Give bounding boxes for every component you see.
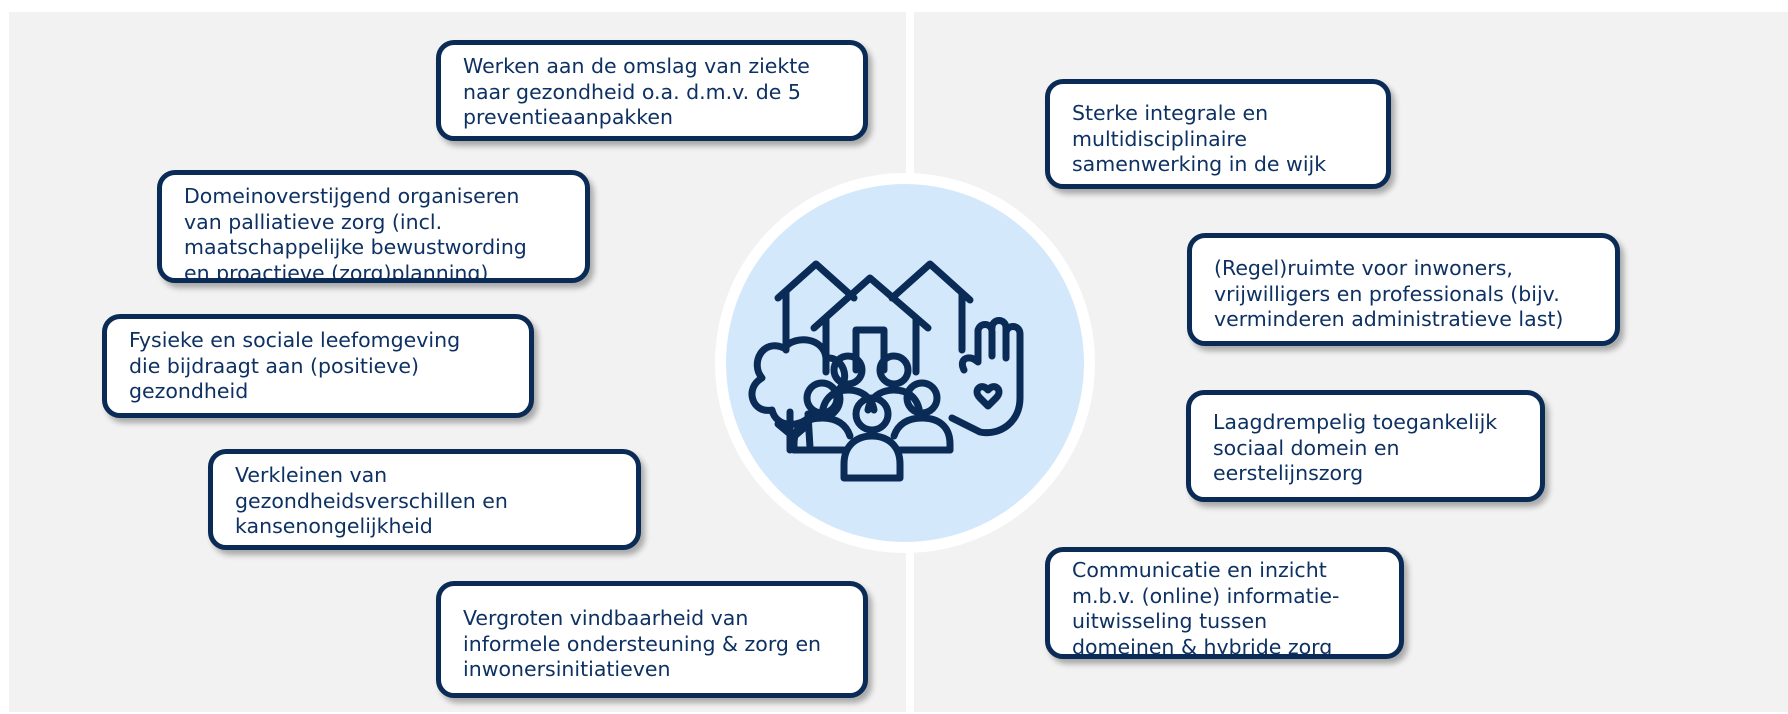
box-line: Communicatie en inzicht xyxy=(1072,558,1327,582)
box-line: eerstelijnszorg xyxy=(1213,461,1364,485)
box-line: Sterke integrale en xyxy=(1072,101,1269,125)
box-line: naar gezondheid o.a. d.m.v. de 5 xyxy=(463,79,801,104)
goal-box: Werken aan de omslag van ziekte naar gez… xyxy=(436,40,868,141)
goal-box: Domeinoverstijgend organiseren van palli… xyxy=(157,170,590,283)
box-line: uitwisseling tussen xyxy=(1072,609,1268,633)
goal-box: Verkleinen van gezondheidsverschillen en… xyxy=(208,449,641,550)
box-line: Werken aan de omslag van ziekte xyxy=(463,54,810,78)
goal-box: Fysieke en sociale leefomgeving die bijd… xyxy=(102,314,534,418)
box-line: die bijdraagt aan (positieve) xyxy=(129,353,420,378)
box-line: informele ondersteuning & zorg en xyxy=(463,631,822,656)
condition-box: (Regel)ruimte voor inwoners, vrijwillige… xyxy=(1187,233,1620,346)
box-line: Vergroten vindbaarheid van xyxy=(463,606,749,630)
box-line: sociaal domein en xyxy=(1213,435,1400,460)
box-line: domeinen & hybride zorg xyxy=(1072,634,1333,659)
box-line: en proactieve (zorg)planning) xyxy=(184,260,489,283)
box-line: inwonersinitiatieven xyxy=(463,657,671,681)
condition-box: Laagdrempelig toegankelijk sociaal domei… xyxy=(1186,390,1545,502)
box-line: Verkleinen van xyxy=(235,463,388,487)
box-line: Laagdrempelig toegankelijk xyxy=(1213,410,1498,434)
box-line: kansenongelijkheid xyxy=(235,514,433,538)
box-line: samenwerking in de wijk xyxy=(1072,152,1327,176)
condition-box: Sterke integrale en multidisciplinaire s… xyxy=(1045,79,1391,189)
box-line: multidisciplinaire xyxy=(1072,126,1247,151)
box-line: m.b.v. (online) informatie- xyxy=(1072,583,1340,608)
box-line: (Regel)ruimte voor inwoners, xyxy=(1214,256,1513,280)
box-line: vrijwilligers en professionals (bijv. xyxy=(1214,281,1560,306)
box-line: verminderen administratieve last) xyxy=(1214,307,1564,331)
box-line: Domeinoverstijgend organiseren xyxy=(184,184,520,208)
box-line: preventieaanpakken xyxy=(463,105,673,129)
box-line: maatschappelijke bewustwording xyxy=(184,235,527,259)
box-line: Fysieke en sociale leefomgeving xyxy=(129,328,461,352)
box-line: gezondheid xyxy=(129,379,249,403)
goal-box: Vergroten vindbaarheid van informele ond… xyxy=(436,581,868,698)
condition-box: Communicatie en inzicht m.b.v. (online) … xyxy=(1045,547,1404,659)
box-line: van palliatieve zorg (incl. xyxy=(184,209,443,234)
box-line: gezondheidsverschillen en xyxy=(235,488,508,513)
community-icon xyxy=(748,260,1024,482)
